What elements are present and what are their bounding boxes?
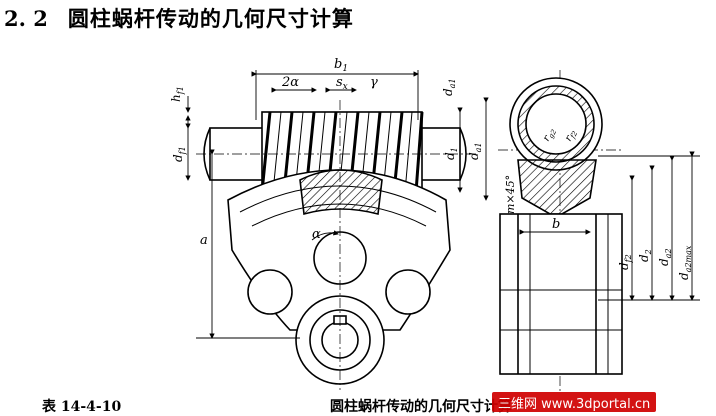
label-m45: m×45° bbox=[504, 175, 517, 214]
label-2alpha: 2α bbox=[281, 75, 299, 90]
label-b1: b1 bbox=[334, 57, 348, 74]
label-da1-top: da1 bbox=[441, 78, 457, 96]
label-gamma: γ bbox=[370, 75, 378, 90]
worm-wheel bbox=[227, 169, 451, 385]
label-rf2: rf2 bbox=[563, 127, 580, 144]
label-hf1: hf1 bbox=[169, 86, 185, 102]
label-da1: da1 bbox=[467, 142, 483, 160]
label-a: a bbox=[200, 233, 208, 248]
side-dimension-lines bbox=[519, 151, 700, 301]
label-da2: da2 bbox=[657, 248, 673, 266]
worm-gear-drawing: b1 2α sx γ hf1 da1 df1 d1 da1 a α m×45° … bbox=[169, 57, 700, 392]
label-df1: df1 bbox=[171, 146, 187, 162]
label-d2: d2 bbox=[637, 249, 653, 262]
label-da2max: da2max bbox=[677, 245, 693, 280]
dimension-lines bbox=[185, 70, 489, 339]
watermark: 三维网 www.3dportal.cn bbox=[492, 392, 657, 412]
label-b: b bbox=[552, 217, 560, 232]
label-rg2: rg2 bbox=[541, 126, 559, 144]
label-alpha: α bbox=[312, 227, 321, 242]
section-number: 2. 2 bbox=[4, 5, 48, 31]
section-heading: 2. 2 圆柱蜗杆传动的几何尺寸计算 bbox=[4, 4, 354, 32]
label-sx: sx bbox=[336, 75, 348, 92]
table-title: 圆柱蜗杆传动的几何尺寸计算 bbox=[330, 399, 512, 415]
label-df2: df2 bbox=[617, 254, 633, 270]
side-view bbox=[499, 77, 623, 375]
section-title: 圆柱蜗杆传动的几何尺寸计算 bbox=[67, 7, 354, 31]
table-reference: 表 14-4-10 bbox=[42, 399, 122, 415]
label-d1: d1 bbox=[443, 147, 459, 160]
